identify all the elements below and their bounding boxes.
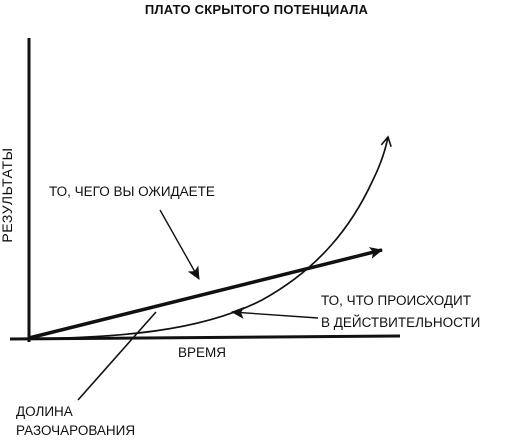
expected-pointer [159,209,200,280]
valley-label-line2: РАЗОЧАРОВАНИЯ [16,423,136,438]
x-axis-label: ВРЕМЯ [178,345,227,360]
expected-line [28,247,383,340]
y-axis-label: РЕЗУЛЬТАТЫ [0,147,15,243]
valley-pointer [77,311,157,401]
actual-curve [28,135,392,340]
actual-pointer [231,306,319,319]
actual-label-line1: ТО, ЧТО ПРОИСХОДИТ [321,293,471,308]
actual-label-line2: В ДЕЙСТВИТЕЛЬНОСТИ [321,315,481,330]
x-axis [9,334,401,341]
diagram-title: ПЛАТО СКРЫТОГО ПОТЕНЦИАЛА [144,2,369,17]
expected-label: ТО, ЧЕГО ВЫ ОЖИДАЕТЕ [49,184,215,199]
valley-label-line1: ДОЛИНА [16,404,73,419]
